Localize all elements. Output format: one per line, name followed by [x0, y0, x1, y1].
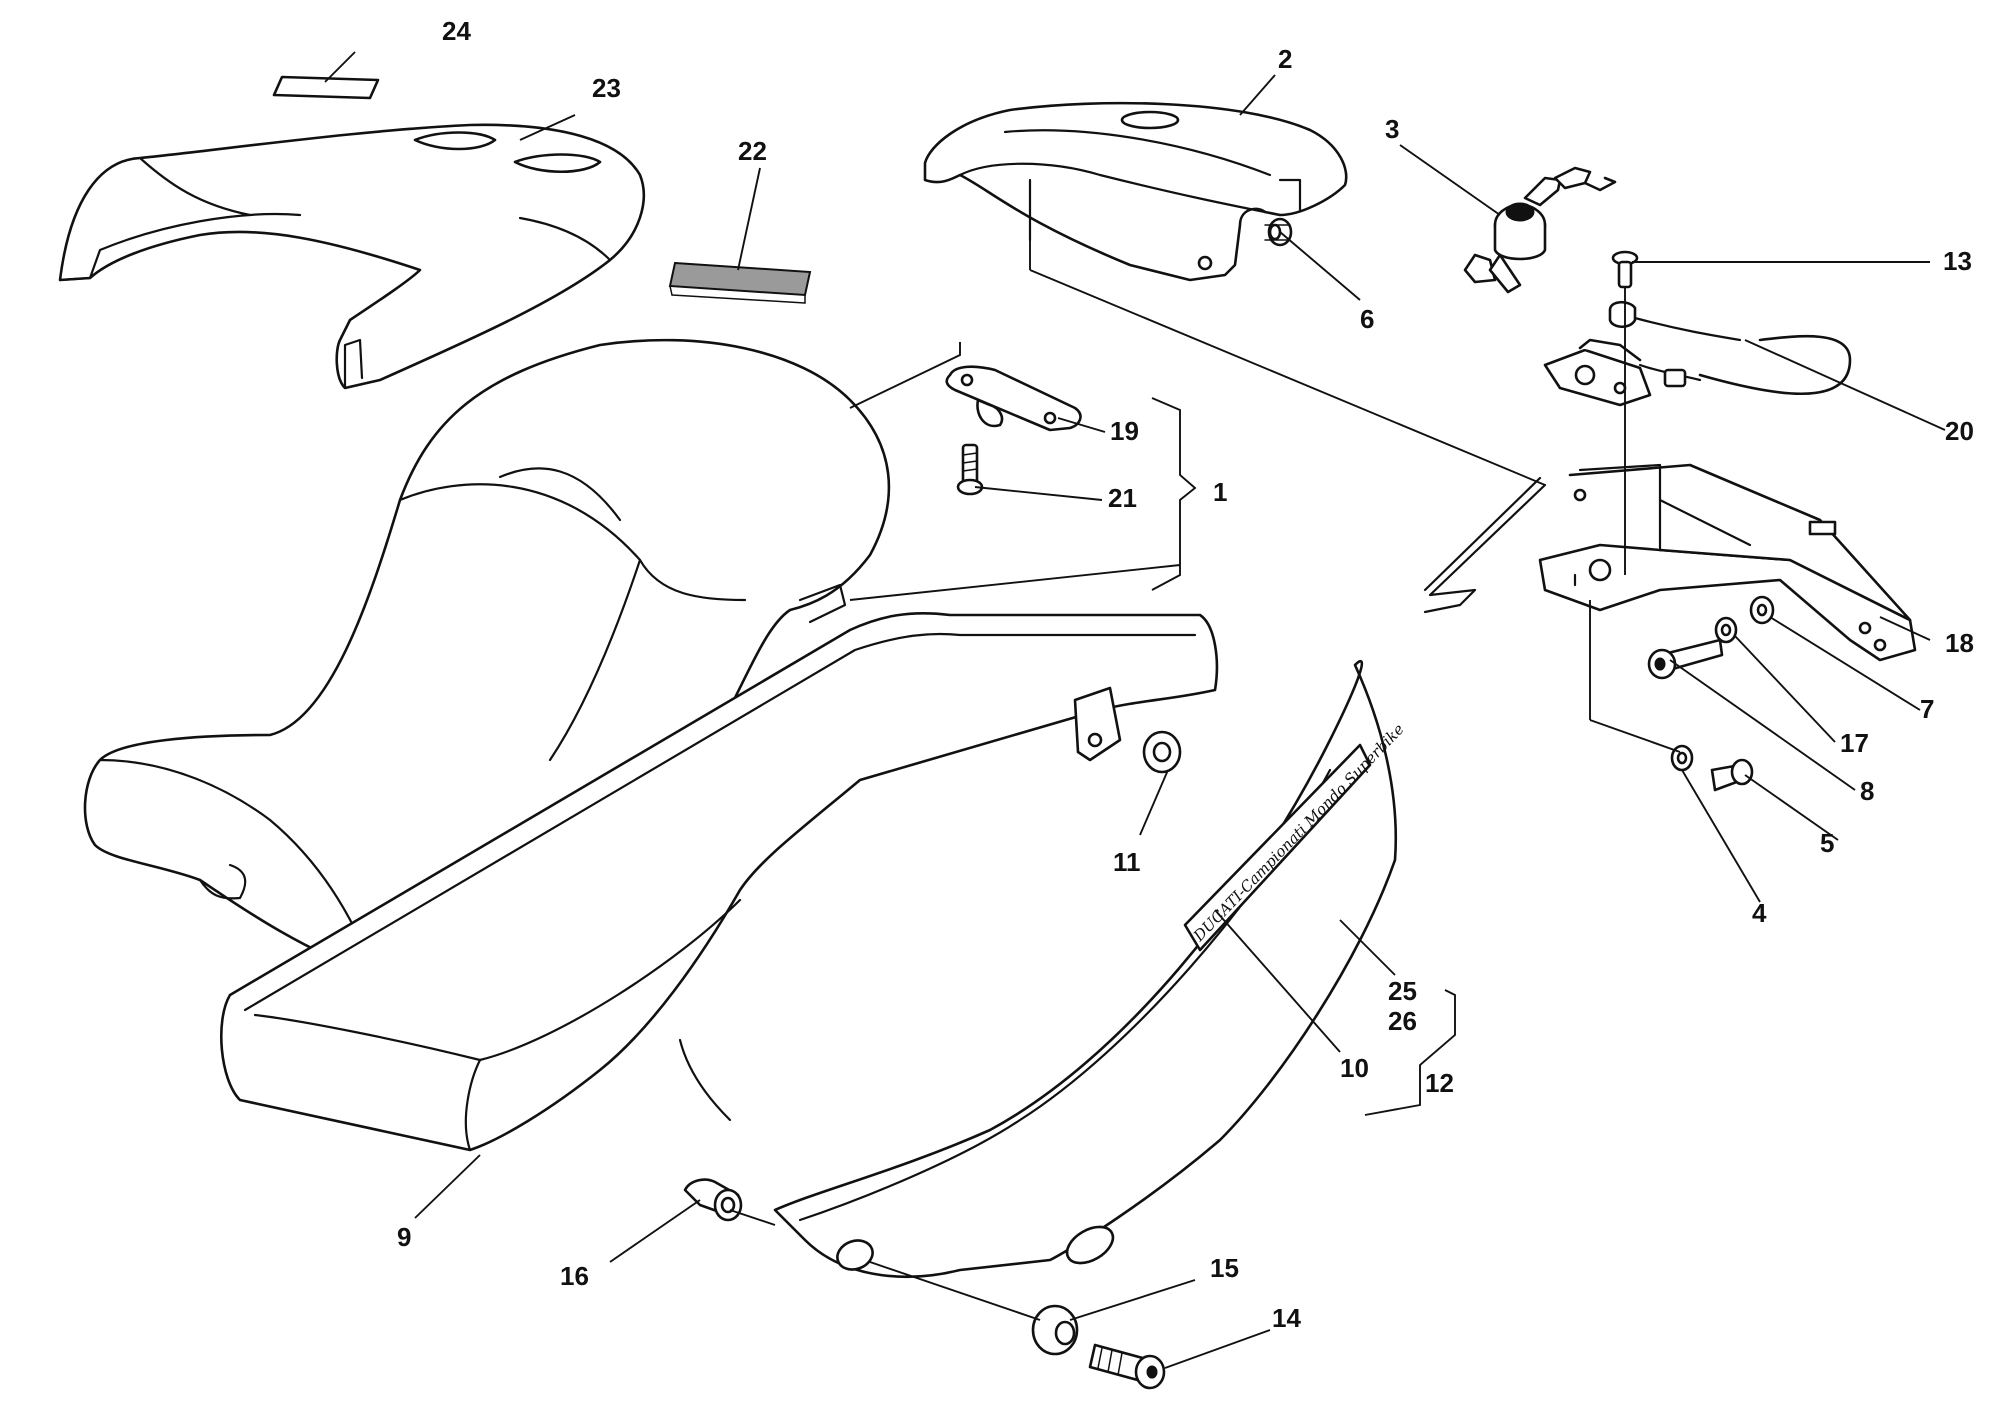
part-24-pad: [272, 75, 380, 100]
part-21-screw: [956, 443, 984, 496]
callout-13: 13: [1943, 246, 1972, 276]
callout-22: 22: [738, 136, 767, 166]
callout-15: 15: [1210, 1253, 1239, 1283]
part-5-bolt: [1710, 758, 1754, 792]
callout-12: 12: [1425, 1068, 1454, 1098]
callout-9: 9: [397, 1222, 411, 1252]
callout-6: 6: [1360, 304, 1374, 334]
callout-labels: 1 2 3 4 5 6 7 8 9 10 11 12 13 14 15 16 1…: [397, 16, 1974, 1333]
part-16-bushing: [683, 1178, 743, 1222]
callout-1: 1: [1213, 477, 1227, 507]
part-25-26-side-panel: [773, 659, 1398, 1279]
callout-25: 25: [1388, 976, 1417, 1006]
callout-21: 21: [1108, 483, 1137, 513]
leader-lines: [324, 51, 1946, 1369]
part-8-bolt: [1647, 638, 1724, 680]
callout-11: 11: [1113, 847, 1141, 877]
part-14-screw: [1088, 1343, 1166, 1390]
part-2-tail-cover: [923, 101, 1348, 282]
part-19-latch-plate: [945, 365, 1082, 432]
callout-7: 7: [1920, 694, 1934, 724]
part-22-foam-strip: [668, 261, 812, 304]
callout-23: 23: [592, 73, 621, 103]
part-11-grommet: [1142, 730, 1182, 774]
callout-5: 5: [1820, 828, 1834, 858]
part-23-seat-cover: [58, 123, 646, 390]
part-7-washer: [1749, 595, 1775, 625]
part-9-side-panel: [220, 612, 1219, 1152]
callout-20: 20: [1945, 416, 1974, 446]
part-13-screw: [1611, 250, 1639, 289]
callout-4: 4: [1752, 898, 1767, 928]
callout-19: 19: [1110, 416, 1139, 446]
callout-18: 18: [1945, 628, 1974, 658]
callout-17: 17: [1840, 728, 1869, 758]
part-1-seat: [83, 338, 891, 979]
callout-10: 10: [1340, 1053, 1369, 1083]
callout-26: 26: [1388, 1006, 1417, 1036]
callout-3: 3: [1385, 114, 1399, 144]
callout-14: 14: [1272, 1303, 1301, 1333]
callout-2: 2: [1278, 44, 1292, 74]
part-20-latch-cable: [1543, 300, 1852, 407]
part-3-lock-with-keys: [1463, 166, 1617, 294]
part-17-washer: [1714, 616, 1738, 644]
part-18-seat-bracket: [1423, 463, 1917, 662]
callout-16: 16: [560, 1261, 589, 1291]
callout-24: 24: [442, 16, 471, 46]
callout-8: 8: [1860, 776, 1874, 806]
part-6-grommet: [1264, 217, 1293, 247]
part-15-grommet: [1031, 1304, 1079, 1356]
